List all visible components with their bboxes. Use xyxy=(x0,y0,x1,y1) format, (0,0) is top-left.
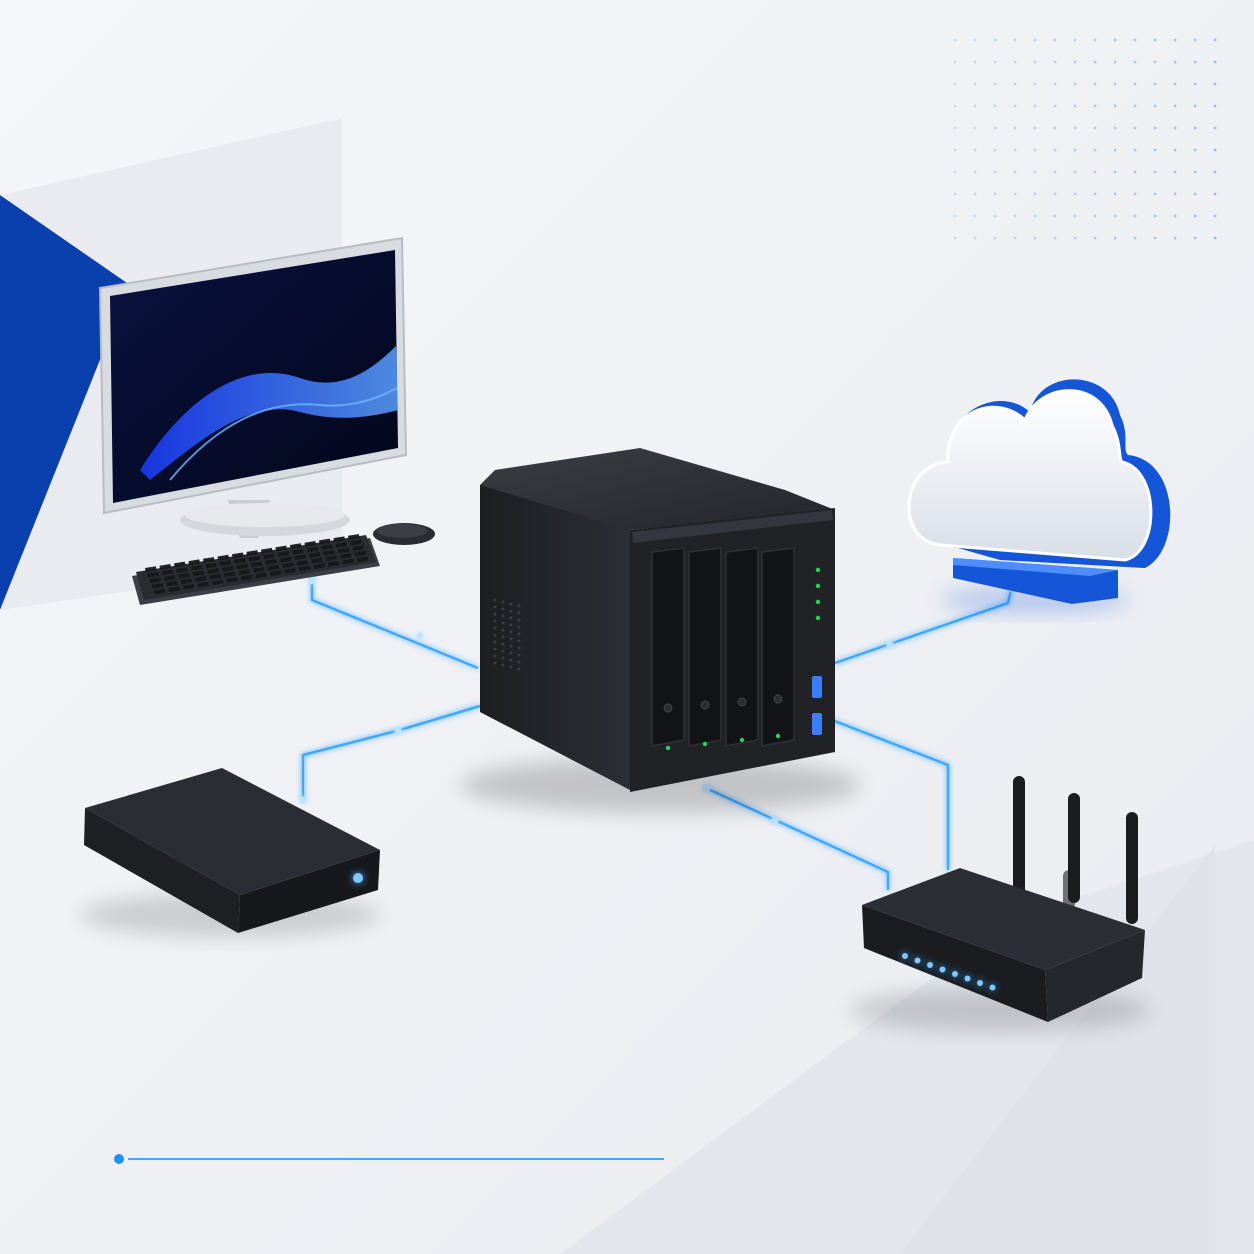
hard-drive-top xyxy=(85,768,380,895)
usb-port-2 xyxy=(812,713,822,735)
router-led-4 xyxy=(939,966,946,973)
nas-icon xyxy=(460,448,860,813)
hard-drive-icon xyxy=(80,768,380,937)
usb-port-1 xyxy=(812,676,822,698)
bottom-accent-line xyxy=(114,1154,664,1164)
accent-dot xyxy=(114,1154,124,1164)
status-led-1 xyxy=(815,567,821,573)
nas-vent xyxy=(493,598,521,671)
drive-bay-4 xyxy=(761,547,795,747)
drive-bay-1 xyxy=(651,547,685,751)
router-led-8 xyxy=(989,984,996,991)
router-icon xyxy=(850,776,1150,1032)
router-led-1 xyxy=(902,953,908,959)
cloud-icon xyxy=(907,379,1171,614)
hard-drive-led xyxy=(353,873,363,883)
router-led-5 xyxy=(952,971,958,977)
nas-status-leds xyxy=(815,567,821,621)
router-led-2 xyxy=(914,957,921,964)
drive-bay-3 xyxy=(725,547,759,747)
hard-drive-front xyxy=(238,850,380,933)
cable-nas-to-router-2 xyxy=(831,718,950,870)
router-antenna-4 xyxy=(1063,870,1075,910)
cable-nas-to-router xyxy=(705,786,890,890)
router-led-3 xyxy=(927,962,933,968)
router-antenna-1 xyxy=(1013,776,1025,896)
nas-left-side xyxy=(480,485,630,790)
status-led-3 xyxy=(815,599,821,605)
keyboard-keys xyxy=(144,534,369,595)
router-antennas xyxy=(1013,776,1138,924)
nas-top xyxy=(480,448,835,530)
status-led-2 xyxy=(815,583,821,589)
background-blue-wedge xyxy=(0,195,130,610)
nas-usb-ports xyxy=(812,676,822,735)
dot-grid-decoration xyxy=(953,38,1217,240)
router-top xyxy=(862,868,1145,970)
router-side xyxy=(1045,930,1145,1022)
drive-bay-2 xyxy=(688,547,722,747)
cloud-face xyxy=(907,389,1153,562)
router-front xyxy=(862,905,1048,1022)
cable-desktop-to-nas xyxy=(310,580,479,670)
status-led-4 xyxy=(815,615,821,621)
router-antenna-3 xyxy=(1126,812,1138,924)
hard-drive-side xyxy=(84,808,240,933)
desktop-icon xyxy=(98,236,435,605)
router-led-6 xyxy=(964,975,971,982)
router-led-7 xyxy=(977,980,983,986)
cable-nas-to-hard-drive xyxy=(301,704,481,800)
router-port-leds xyxy=(902,953,996,991)
screen-wave xyxy=(140,346,398,480)
nas-drive-bays xyxy=(651,547,795,751)
